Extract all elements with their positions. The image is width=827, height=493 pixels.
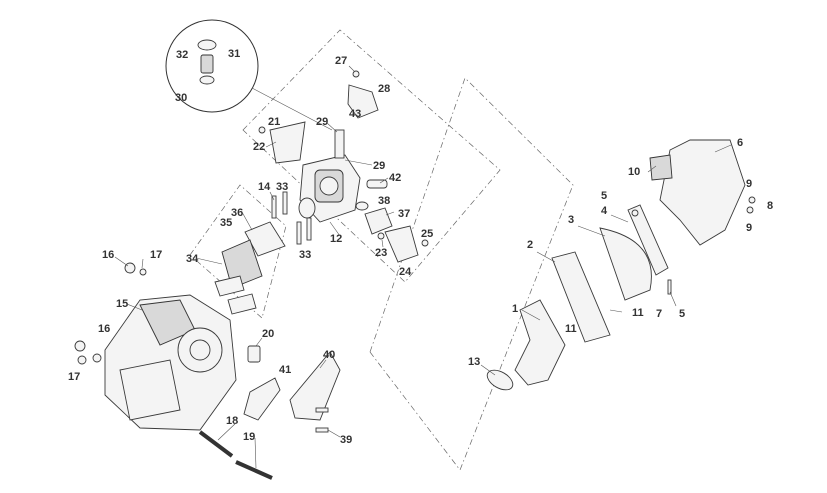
- intake-assembly: [214, 191, 312, 315]
- callout-35: 35: [220, 217, 232, 229]
- callout-labels: 1 2 3 4 5 5 6 7 8 9 9 10 11 11 12 13 14 …: [68, 48, 773, 446]
- engine-block: [74, 262, 237, 431]
- callout-22: 22: [253, 141, 265, 153]
- callout-7: 7: [656, 308, 662, 320]
- callout-30: 30: [175, 92, 187, 104]
- callout-15: 15: [116, 298, 128, 310]
- callout-17b: 17: [68, 371, 80, 383]
- callout-8: 8: [767, 200, 773, 212]
- callout-40: 40: [323, 349, 335, 361]
- callout-41: 41: [279, 364, 291, 376]
- callout-43: 43: [349, 108, 361, 120]
- long-bolts: [198, 345, 341, 480]
- callout-36: 36: [231, 207, 243, 219]
- callout-37: 37: [398, 208, 410, 220]
- callout-14: 14: [258, 181, 271, 193]
- callout-33b: 33: [299, 249, 311, 261]
- carburetor-group-box: [242, 29, 501, 283]
- callout-24: 24: [399, 266, 412, 278]
- callout-9b: 9: [746, 222, 752, 234]
- callout-29: 29: [316, 116, 328, 128]
- group-boundaries: [189, 29, 574, 471]
- jet-detail-part: [197, 39, 217, 85]
- callout-5: 5: [601, 190, 607, 202]
- callout-5b: 5: [679, 308, 685, 320]
- callout-13: 13: [468, 356, 480, 368]
- callout-42: 42: [389, 172, 401, 184]
- callout-17: 17: [150, 249, 162, 261]
- callout-23: 23: [375, 247, 387, 259]
- callout-18: 18: [226, 415, 238, 427]
- carburetor-assembly: [258, 70, 429, 263]
- airbox-group-box: [369, 77, 574, 471]
- callout-33: 33: [276, 181, 288, 193]
- callout-19: 19: [243, 431, 255, 443]
- callout-21: 21: [268, 116, 280, 128]
- callout-29b: 29: [373, 160, 385, 172]
- detail-magnifier: [165, 19, 333, 131]
- callout-31: 31: [228, 48, 240, 60]
- callout-3: 3: [568, 214, 574, 226]
- callout-11: 11: [565, 323, 577, 335]
- callout-11b: 11: [632, 307, 644, 319]
- reed-valve-group-box: [189, 184, 287, 319]
- callout-6: 6: [737, 137, 743, 149]
- callout-27: 27: [335, 55, 347, 67]
- callout-10: 10: [628, 166, 640, 178]
- airbox-assembly: [486, 139, 756, 391]
- callout-39: 39: [340, 434, 352, 446]
- callout-28: 28: [378, 83, 390, 95]
- callout-38: 38: [378, 195, 390, 207]
- callout-25: 25: [421, 228, 433, 240]
- leader-lines: [114, 65, 732, 469]
- callout-20: 20: [262, 328, 274, 340]
- callout-4: 4: [601, 205, 608, 217]
- callout-34: 34: [186, 253, 199, 265]
- callout-16: 16: [102, 249, 114, 261]
- callout-32: 32: [176, 49, 188, 61]
- callout-2: 2: [527, 239, 533, 251]
- callout-12: 12: [330, 233, 342, 245]
- callout-1: 1: [512, 303, 518, 315]
- callout-16b: 16: [98, 323, 110, 335]
- callout-9: 9: [746, 178, 752, 190]
